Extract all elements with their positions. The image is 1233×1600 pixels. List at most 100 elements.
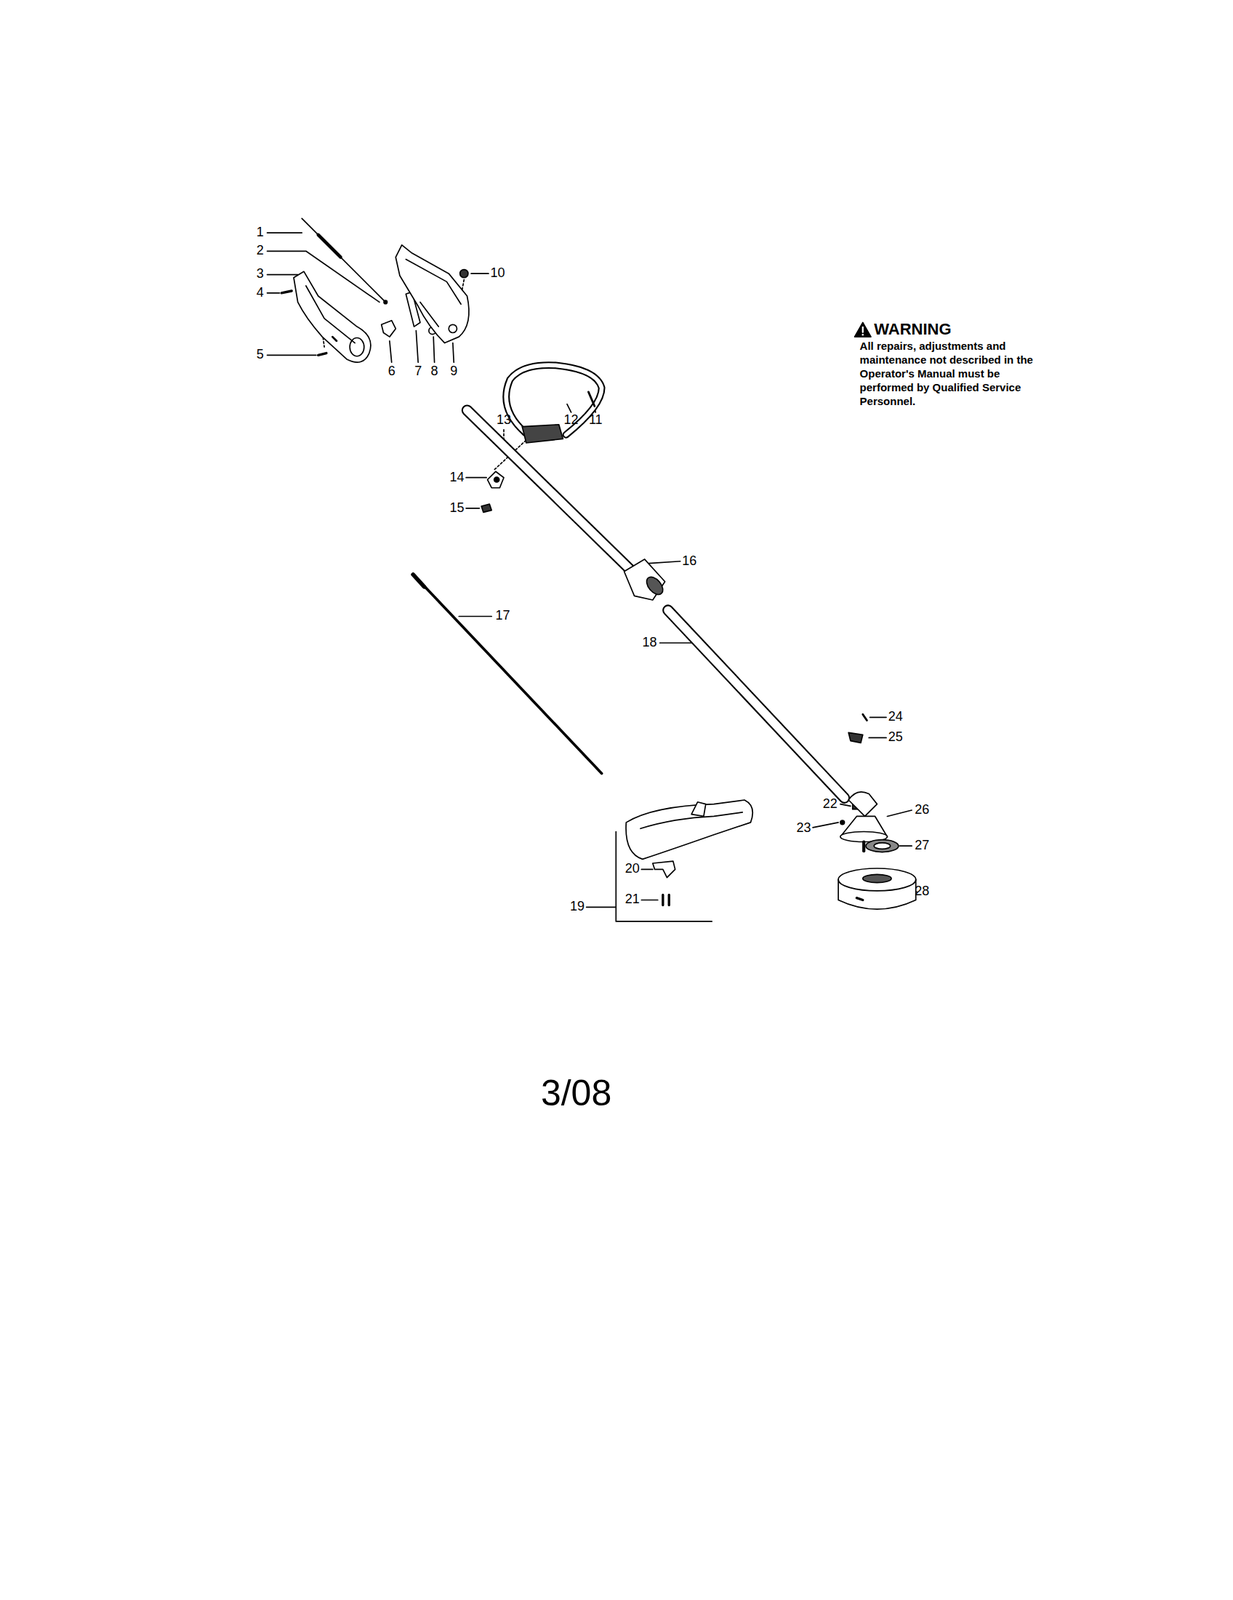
callout-number: 9 <box>450 364 458 379</box>
washer <box>873 842 890 849</box>
leader-line <box>466 476 487 479</box>
nut <box>460 269 469 278</box>
clip <box>381 320 397 337</box>
cable-sleeve <box>318 234 341 258</box>
callout-number: 2 <box>256 243 264 259</box>
callout-number: 3 <box>256 266 264 282</box>
callout-number: 21 <box>625 892 640 907</box>
screw <box>332 336 337 341</box>
handle-housing <box>293 271 371 363</box>
callout-number: 10 <box>490 266 506 281</box>
housing-detail <box>405 259 461 328</box>
leader-line <box>471 272 489 275</box>
washer <box>865 839 899 853</box>
gear-head <box>848 791 877 817</box>
callout-number: 1 <box>256 225 264 240</box>
handle-clamp <box>521 424 563 443</box>
lower-tube <box>668 609 845 798</box>
screw <box>481 503 492 512</box>
leader-line <box>415 330 419 363</box>
callout-number: 22 <box>822 796 838 812</box>
leader-line <box>267 231 303 234</box>
leader-line <box>868 737 887 739</box>
housing-detail <box>448 324 457 333</box>
warning-icon <box>862 327 864 333</box>
screw <box>661 894 664 905</box>
leader-line <box>886 809 912 816</box>
warning-text: All repairs, adjustments and maintenance… <box>860 338 1055 408</box>
drive-shaft-end <box>412 574 424 587</box>
callout-number: 17 <box>495 608 511 624</box>
callout-number: 8 <box>431 364 439 379</box>
trimmer-head <box>862 873 892 882</box>
handle-housing <box>395 245 469 344</box>
cable-end <box>383 300 387 304</box>
callout-number: 11 <box>588 412 603 428</box>
knob <box>494 476 500 483</box>
leader-line <box>567 404 572 413</box>
callout-number: 18 <box>642 635 658 650</box>
screw <box>281 290 292 293</box>
arbor <box>862 841 866 852</box>
callout-number: 6 <box>388 364 396 379</box>
leader-line <box>452 343 454 363</box>
callout-number: 28 <box>914 884 930 899</box>
trimmer-head <box>838 868 917 891</box>
callout-number: 15 <box>449 500 464 516</box>
lower-tube <box>668 609 845 798</box>
leader-line <box>458 615 492 618</box>
leader-line <box>899 844 912 847</box>
screw <box>862 713 868 720</box>
leader-line <box>267 250 380 302</box>
leader-line <box>267 274 299 276</box>
date-code: 3/08 <box>540 1073 612 1114</box>
shaft-tube <box>466 410 640 580</box>
leader-line <box>267 292 280 294</box>
leader-line <box>433 336 435 363</box>
callout-number: 19 <box>569 899 585 914</box>
drive-shaft <box>418 579 602 774</box>
coupler-knob <box>643 573 666 597</box>
leader-lines <box>267 232 918 922</box>
leader-line <box>812 822 839 828</box>
warning-heading: WARNING <box>873 320 951 339</box>
bolt <box>588 391 594 407</box>
callout-number: 23 <box>796 820 811 836</box>
warning-icon <box>854 322 871 337</box>
line-cutter <box>652 860 676 877</box>
clip <box>848 732 863 743</box>
trimmer-head <box>856 897 863 901</box>
callout-number: 27 <box>914 838 930 853</box>
leader-line <box>641 868 653 871</box>
callout-number: 5 <box>256 347 264 363</box>
leader-line <box>648 561 680 564</box>
screw <box>668 894 671 905</box>
warning-icon <box>862 333 865 336</box>
callout-number: 24 <box>888 709 903 725</box>
leader-line <box>641 899 658 901</box>
screw <box>318 353 327 356</box>
leader-line <box>389 340 392 363</box>
callout-number: 4 <box>256 285 264 301</box>
callout-number: 20 <box>625 861 640 877</box>
callout-number: 25 <box>888 729 903 745</box>
callout-number: 13 <box>496 412 512 428</box>
leader-line <box>466 507 480 509</box>
shaft-tube <box>466 410 640 580</box>
leader-line <box>586 905 617 908</box>
housing-detail <box>306 285 355 344</box>
small-part <box>840 820 845 825</box>
callout-number: 16 <box>681 553 697 569</box>
leader-line <box>840 804 851 807</box>
knob <box>487 471 504 488</box>
housing-detail <box>349 338 365 357</box>
callout-number: 26 <box>914 802 930 818</box>
leader-line <box>267 354 317 357</box>
callout-number: 14 <box>449 470 464 485</box>
guard-detail <box>691 801 706 817</box>
callout-number: 12 <box>564 412 579 428</box>
callout-number: 7 <box>414 364 422 379</box>
leader-line <box>870 716 887 719</box>
